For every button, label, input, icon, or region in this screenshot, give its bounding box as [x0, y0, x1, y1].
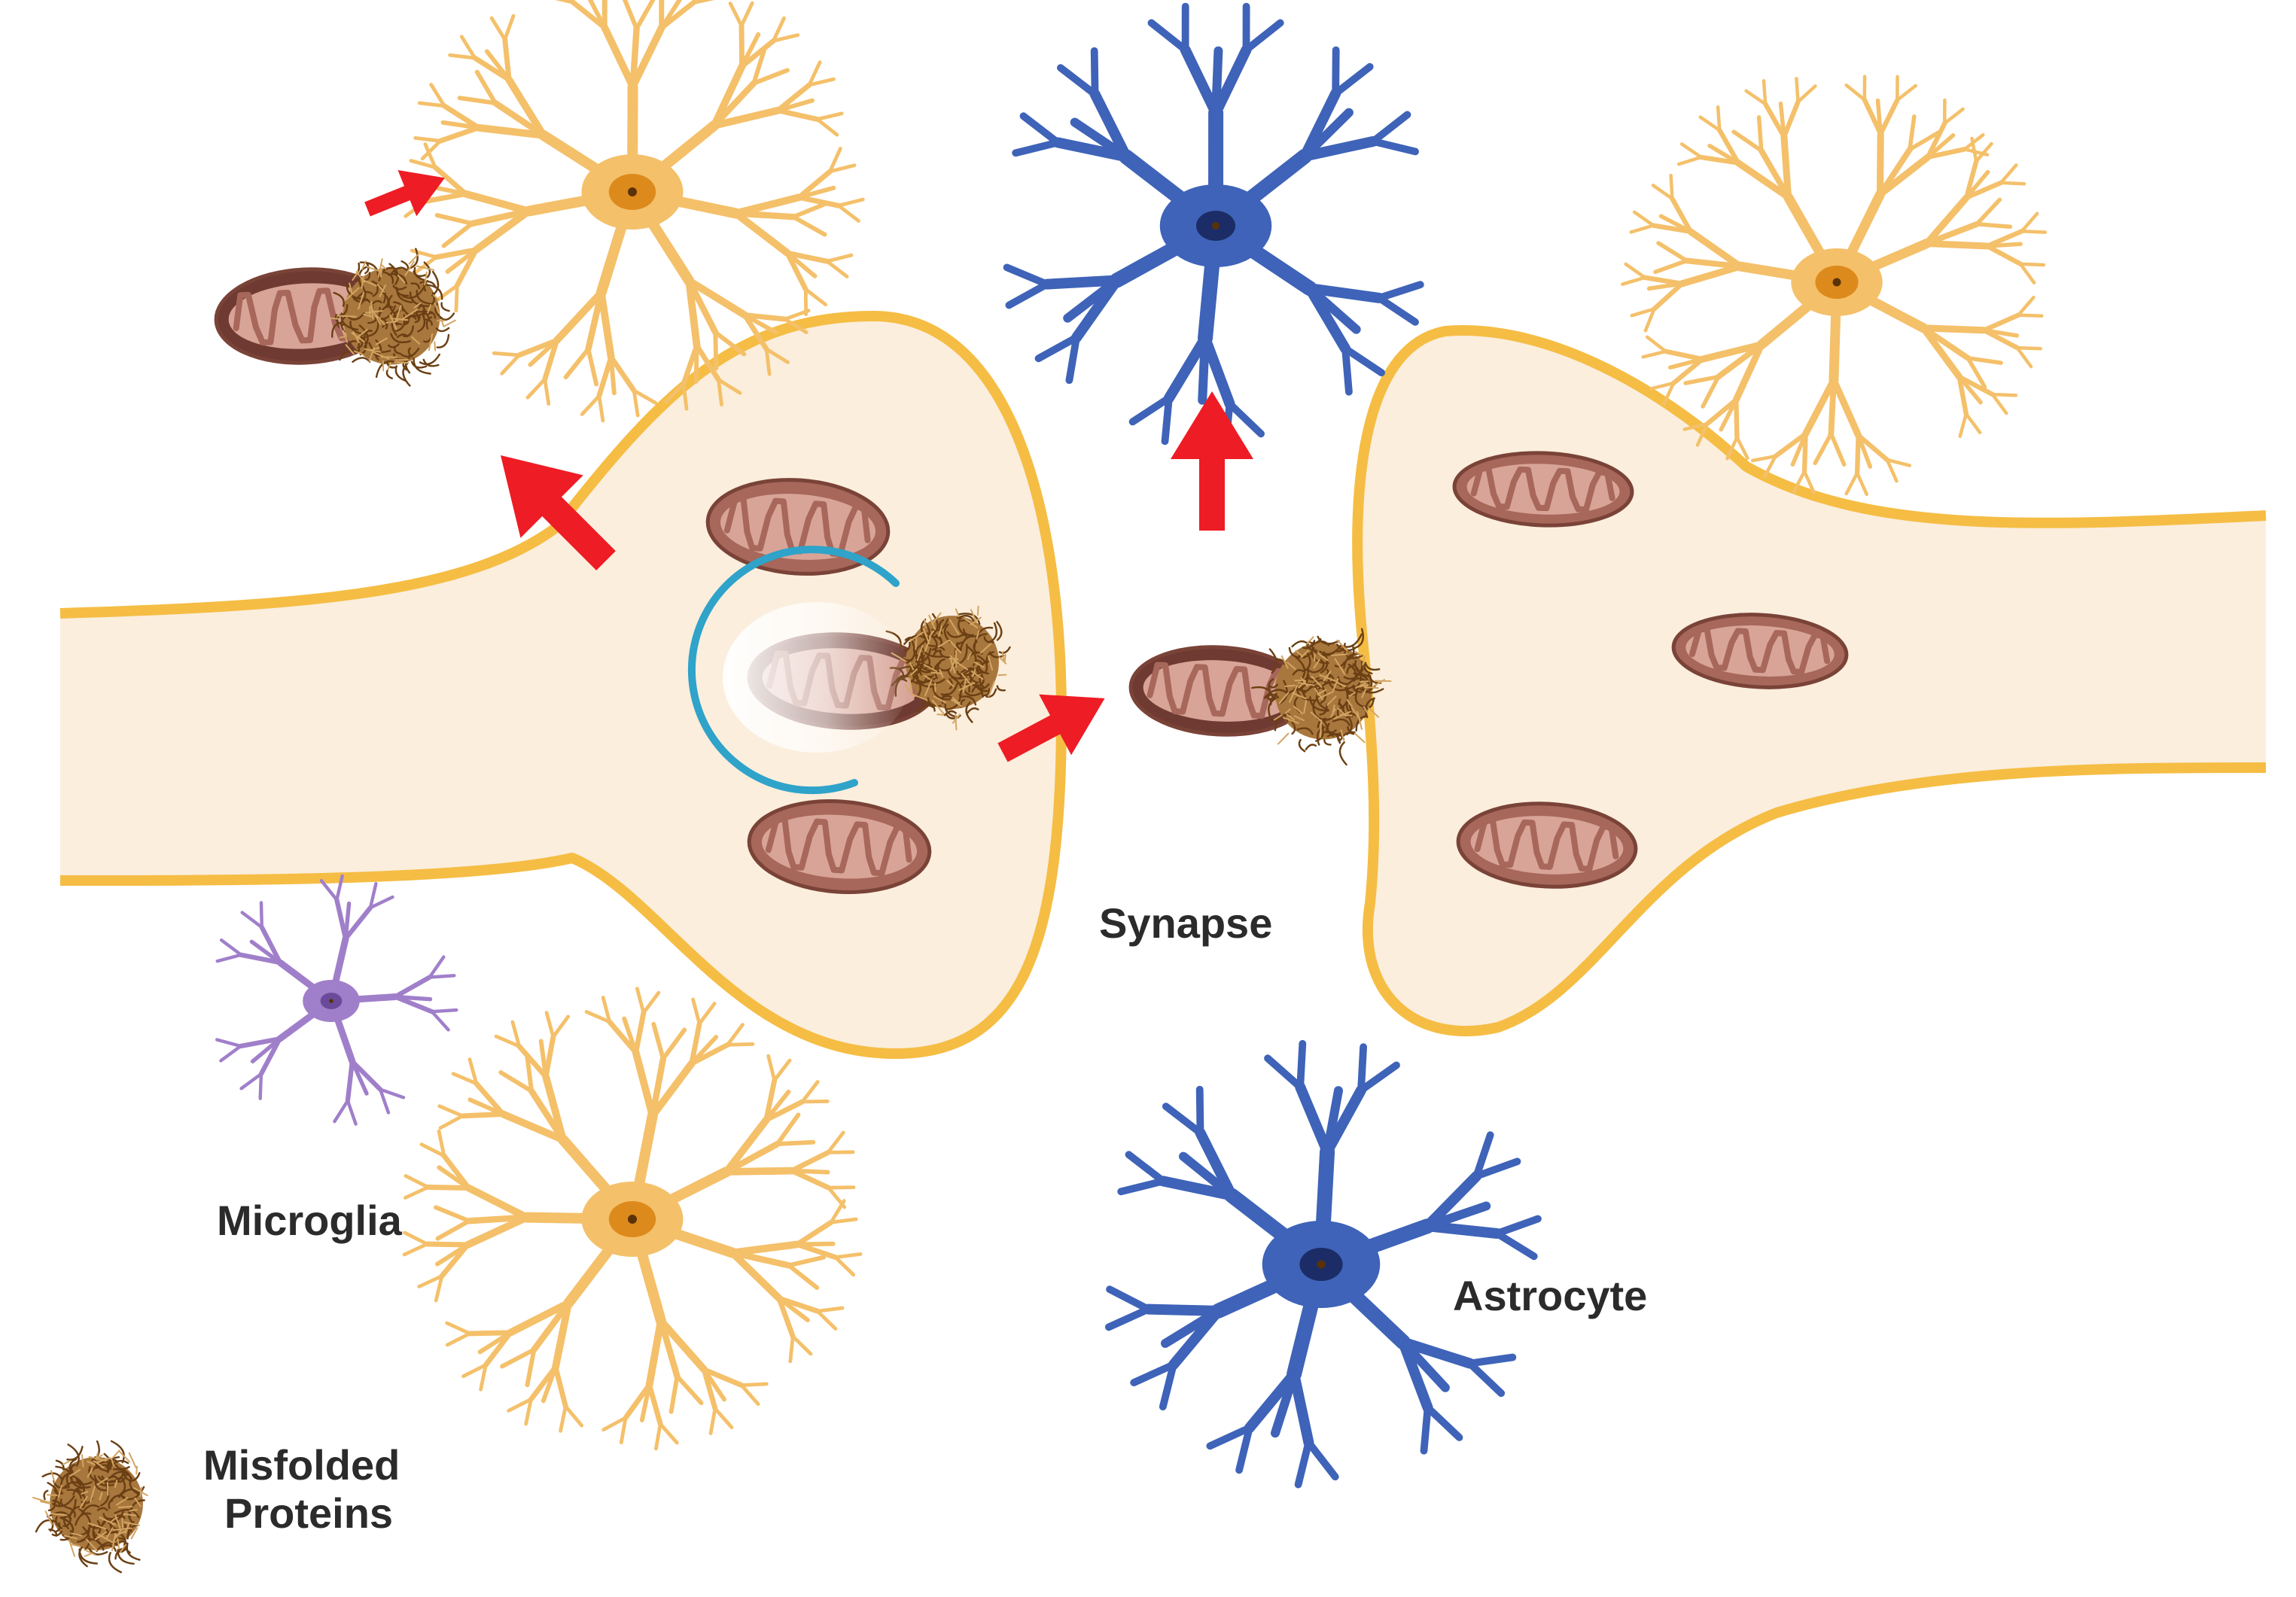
mitophagy-phagophore [687, 546, 900, 795]
arrow-to-glia-upper [358, 154, 455, 233]
mitochondrion-pre-lower [747, 799, 932, 894]
mitochondrion-post-middle [1671, 613, 1849, 689]
engulfed-fade [723, 602, 911, 753]
mitochondrion-post-lower [1456, 802, 1638, 889]
mitochondrion-post-upper [1452, 451, 1634, 528]
microglia-cell [215, 874, 458, 1126]
synapse-label: Synapse [1099, 899, 1273, 947]
glial-cell-top-right [1621, 75, 2048, 497]
glial-cell-bottom-left [402, 987, 863, 1451]
glial-cell-top-left [400, 0, 865, 423]
misfolded-label-line2: Proteins [224, 1489, 394, 1538]
mitochondria [705, 451, 1849, 894]
misfolded-proteins-engulfed [885, 605, 1011, 731]
astrocyte-top [1003, 2, 1424, 451]
misfolded-label-line1: Misfolded [203, 1441, 400, 1489]
misfolded-proteins-upper-left [329, 248, 456, 387]
astrocyte-bottom [1105, 1039, 1542, 1489]
misfolded-proteins-synapse [1251, 628, 1392, 766]
mitochondrion-released-synapse [1128, 645, 1311, 737]
microglia-label: Microglia [217, 1197, 402, 1244]
misfolded-proteins-label: Misfolded Proteins [203, 1441, 400, 1538]
misfolded-protein-legend-fibers [32, 1440, 148, 1574]
astrocyte-label: Astrocyte [1453, 1272, 1648, 1319]
misfolded-protein-legend-icon [32, 1440, 148, 1574]
glial-cells [215, 0, 2048, 1489]
